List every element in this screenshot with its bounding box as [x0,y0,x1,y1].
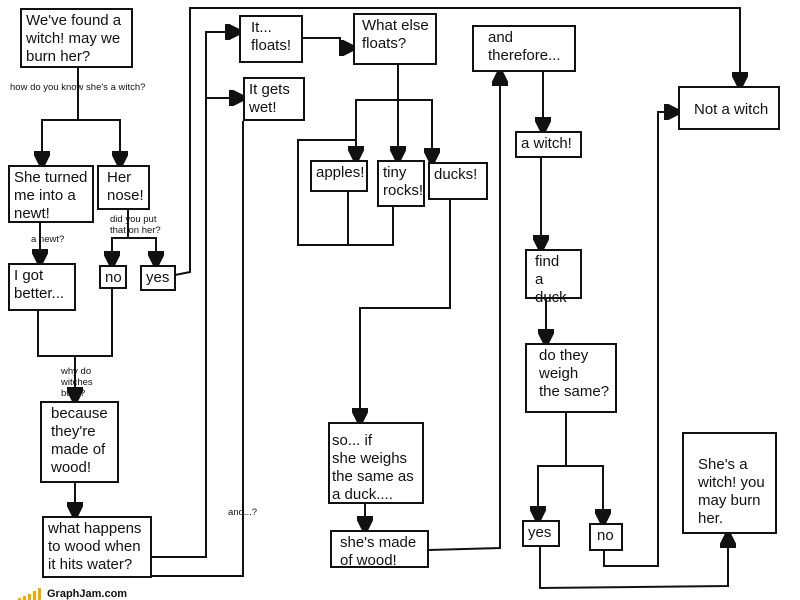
box-a-witch: a witch! [515,131,582,158]
box-i-got-better: I got better... [8,263,76,311]
note-a-newt: a newt? [31,234,65,245]
box-and-therefore: and therefore... [472,25,576,72]
graphjam-logo: GraphJam.com [18,586,127,600]
box-tiny-rocks: tiny rocks! [377,160,425,207]
box-no-weigh: no [589,523,623,551]
box-find-a-duck: find a duck [525,249,582,306]
box-turned-me-into-newt: She turned me into a newt! [8,165,94,223]
box-it-floats: It... floats! [239,15,303,63]
box-ducks: ducks! [428,162,488,200]
box-weigh-the-same: do they weigh the same? [525,343,617,413]
box-so-if-she-weighs: so... if she weighs the same as a duck..… [328,422,424,504]
box-not-a-witch: Not a witch [678,86,780,130]
box-it-gets-wet: It gets wet! [243,77,305,121]
box-what-else-floats: What else floats? [353,13,437,65]
note-how-do-you-know: how do you know she's a witch? [10,82,146,93]
box-made-of-wood: because they're made of wood! [40,401,119,483]
note-and: and...? [228,507,258,518]
box-yes-nose: yes [140,265,176,291]
note-did-you-put-that: did you put that on her? [110,214,161,236]
box-wood-hits-water: what happens to wood when it hits water? [42,516,152,578]
box-shes-made-of-wood: she's made of wood! [330,530,429,569]
logo-text: GraphJam.com [47,588,128,600]
note-why-do-witches-burn: why do witches burn? [61,366,93,399]
box-yes-weigh: yes [522,520,560,547]
box-apples: apples! [310,160,368,192]
flow-lines [38,7,740,590]
box-found-a-witch: We've found a witch! may we burn her? [20,8,133,68]
box-her-nose: Her nose! [97,165,150,210]
box-no-nose: no [99,265,127,289]
box-shes-a-witch-burn: She's a witch! you may burn her. [682,432,777,534]
